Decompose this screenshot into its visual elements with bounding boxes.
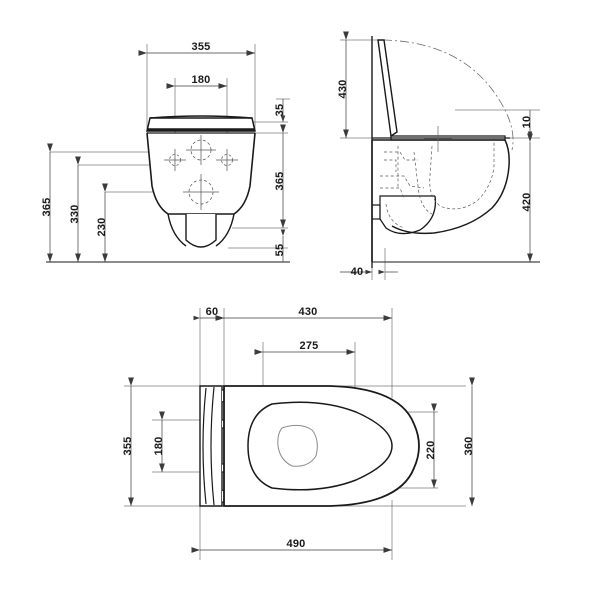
dim-plan-220: 220	[425, 403, 437, 488]
dim-plan-355: 355	[122, 377, 134, 506]
dim-plan-430-text: 430	[299, 306, 318, 318]
dim-plan-490-text: 490	[287, 538, 306, 550]
side-raised-lid	[377, 39, 398, 138]
dim-front-365-right-text: 365	[274, 172, 286, 191]
view-side-elevation: 430 10 420 40	[337, 31, 540, 280]
dim-plan-360: 360	[463, 377, 475, 506]
dim-front-365-left: 365	[41, 143, 53, 262]
dim-side-430: 430	[337, 31, 349, 138]
dim-plan-355-text: 355	[122, 437, 134, 456]
dim-plan-360-text: 360	[463, 437, 475, 456]
side-bowl-outline	[371, 139, 510, 262]
front-fixing-centre-marks	[164, 135, 238, 210]
dim-side-40: 40	[340, 266, 398, 278]
dim-side-420-text: 420	[521, 193, 533, 212]
dim-side-420: 420	[521, 133, 533, 262]
front-seat-lid	[146, 115, 256, 132]
dim-front-35-text: 35	[274, 104, 286, 117]
dim-front-365-right: 365	[274, 124, 286, 228]
dim-side-10-text: 10	[521, 116, 533, 129]
dim-front-330-text: 330	[69, 205, 81, 224]
front-bowl-body	[146, 132, 256, 248]
lid-swing-arc	[382, 39, 514, 151]
dim-front-230: 230	[96, 183, 108, 262]
view-plan: 60 430 275 355 180 220 360	[122, 306, 475, 560]
dim-front-330: 330	[69, 156, 81, 262]
dim-front-355: 355	[138, 41, 255, 56]
dim-plan-220-text: 220	[425, 441, 437, 460]
dim-front-180-text: 180	[192, 74, 211, 86]
dim-plan-180: 180	[153, 411, 165, 472]
dim-front-180: 180	[166, 74, 227, 89]
dim-front-55: 55	[274, 229, 286, 262]
plan-water-spot	[277, 424, 318, 467]
side-hidden-trap-lines	[380, 142, 495, 229]
plan-rim-opening	[247, 401, 393, 491]
dim-plan-60-text: 60	[206, 306, 219, 318]
dim-plan-275-text: 275	[300, 340, 319, 352]
dim-side-430-text: 430	[337, 80, 349, 99]
dim-front-365-left-text: 365	[41, 198, 53, 217]
dim-front-55-text: 55	[274, 244, 286, 257]
dim-front-35: 35	[274, 98, 290, 123]
dim-plan-180-text: 180	[153, 437, 165, 456]
dim-plan-430: 430	[215, 306, 392, 321]
dim-side-40-text: 40	[351, 266, 364, 278]
dim-side-10: 10	[521, 110, 533, 139]
dim-plan-275: 275	[254, 340, 355, 355]
dim-front-230-text: 230	[96, 218, 108, 237]
view-front-elevation: 355 180 35 365 55 365	[41, 41, 290, 263]
side-centre-mark	[424, 126, 452, 152]
dim-plan-490: 490	[191, 538, 392, 553]
dim-front-355-text: 355	[192, 41, 211, 53]
